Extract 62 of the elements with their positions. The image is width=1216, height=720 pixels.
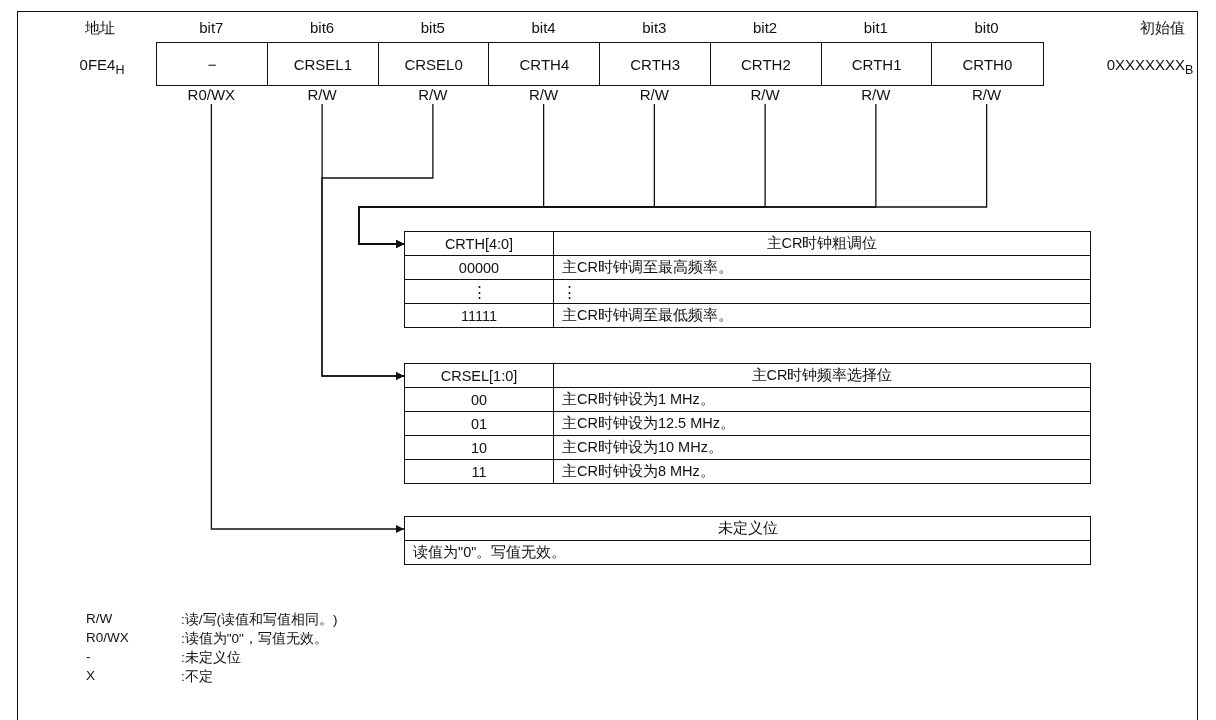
bit-number: bit6 — [310, 19, 335, 36]
access-type: R/W — [639, 86, 669, 103]
description-text: 读值为"0"。写值无效。 — [404, 540, 1091, 565]
bit-number: bit7 — [199, 19, 224, 36]
column-header: 未定义位 — [404, 516, 1091, 541]
bit-number: bit4 — [531, 19, 556, 36]
bit-value: 01 — [404, 411, 554, 436]
arrow — [210, 103, 405, 533]
legend-symbol: X — [86, 668, 95, 683]
bit-number: bit5 — [420, 19, 445, 36]
bit-value: ⋮ — [404, 279, 554, 304]
column-header: 主CR时钟频率选择位 — [553, 363, 1091, 388]
bit-value: 00 — [404, 387, 554, 412]
description-text: 主CR时钟调至最高频率。 — [553, 255, 1091, 280]
access-type: R/W — [972, 86, 1002, 103]
access-type: R/W — [307, 86, 337, 103]
description-text: 主CR时钟设为1 MHz。 — [553, 387, 1091, 412]
bit-table — [404, 231, 1091, 328]
legend-symbol: R0/WX — [86, 630, 129, 645]
bit-value: 11 — [404, 459, 554, 484]
bit-number: bit3 — [642, 19, 667, 36]
access-type: R0/WX — [187, 86, 236, 103]
description-text: 主CR时钟设为8 MHz。 — [553, 459, 1091, 484]
description-text: 主CR时钟设为10 MHz。 — [553, 435, 1091, 460]
arrow — [321, 103, 434, 380]
description-text: 主CR时钟调至最低频率。 — [553, 303, 1091, 328]
bit-value: 11111 — [404, 303, 554, 328]
bit-field: CRTH1 — [820, 42, 933, 86]
bit-table — [404, 363, 1091, 484]
bit-field: CRTH0 — [931, 42, 1044, 86]
column-header: CRSEL[1:0] — [404, 363, 554, 388]
column-header: CRTH[4:0] — [404, 231, 554, 256]
access-type: R/W — [861, 86, 891, 103]
arrow — [358, 103, 988, 248]
access-type: R/W — [750, 86, 780, 103]
bit-value: 10 — [404, 435, 554, 460]
bit-field: CRTH4 — [488, 42, 601, 86]
bit-number: bit1 — [863, 19, 888, 36]
bit-number: bit0 — [974, 19, 999, 36]
legend-symbol: - — [86, 649, 91, 664]
legend-text: :读/写(读值和写值相同。) — [181, 611, 338, 629]
column-header: 初始值 — [1139, 19, 1185, 38]
bit-field: CRSEL1 — [266, 42, 379, 86]
bit-value: 00000 — [404, 255, 554, 280]
access-type: R/W — [418, 86, 448, 103]
bit-table — [404, 516, 1091, 565]
legend-text: :不定 — [181, 668, 213, 686]
description-text: ⋮ — [553, 279, 1091, 304]
column-header: 主CR时钟粗调位 — [553, 231, 1091, 256]
legend-text: :未定义位 — [181, 649, 241, 667]
column-header: 地址 — [85, 19, 115, 38]
legend-text: :读值为"0"，写值无效。 — [181, 630, 328, 648]
bit-field: CRSEL0 — [377, 42, 490, 86]
description-text: 主CR时钟设为12.5 MHz。 — [553, 411, 1091, 436]
bit-number: bit2 — [753, 19, 778, 36]
initial-value: 0XXXXXXX$_{B}$ — [1106, 56, 1194, 77]
bit-field: CRTH3 — [599, 42, 712, 86]
bit-field: − — [156, 42, 269, 86]
legend-symbol: R/W — [86, 611, 113, 626]
bit-field: CRTH2 — [709, 42, 822, 86]
access-type: R/W — [529, 86, 559, 103]
address-text: 0FE4$_{H}$ — [79, 56, 125, 77]
